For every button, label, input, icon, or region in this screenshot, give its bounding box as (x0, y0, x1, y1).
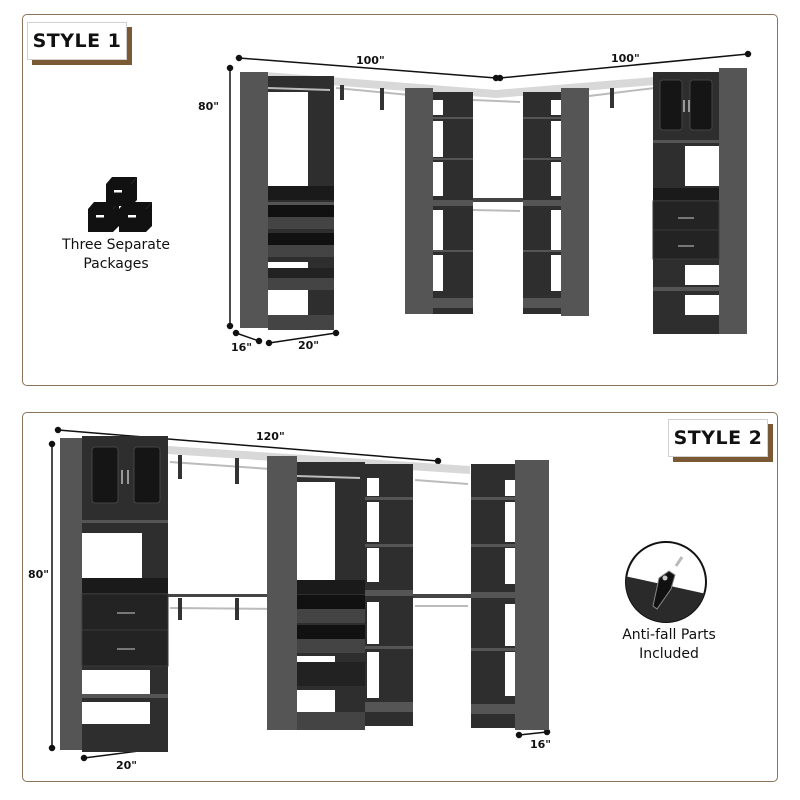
style1-badge: STYLE 1 (27, 22, 127, 60)
style1-dim-unit-width: 20" (298, 339, 320, 352)
style1-dim-height: 80" (198, 100, 220, 113)
style2-dim-width: 120" (256, 430, 285, 443)
style2-dim-height: 80" (28, 568, 50, 581)
style1-feature-label: Three Separate Packages (50, 236, 182, 274)
style1-panel (22, 14, 778, 386)
style2-panel (22, 412, 778, 782)
style2-dim-depth: 16" (530, 738, 552, 751)
style1-badge-label: STYLE 1 (32, 30, 122, 52)
style1-feature-line2: Packages (83, 256, 149, 272)
style2-badge: STYLE 2 (668, 419, 768, 457)
style1-dim-width-left: 100" (356, 54, 385, 67)
style1-dim-width-right: 100" (611, 52, 640, 65)
style2-feature-label: Anti-fall Parts Included (600, 626, 738, 664)
style1-dim-depth: 16" (231, 341, 253, 354)
style2-feature-line1: Anti-fall Parts (622, 627, 716, 643)
style2-badge-label: STYLE 2 (673, 427, 763, 449)
style2-feature-line2: Included (639, 646, 699, 662)
style2-dim-unit-width: 20" (116, 759, 138, 772)
style1-feature-line1: Three Separate (62, 237, 170, 253)
